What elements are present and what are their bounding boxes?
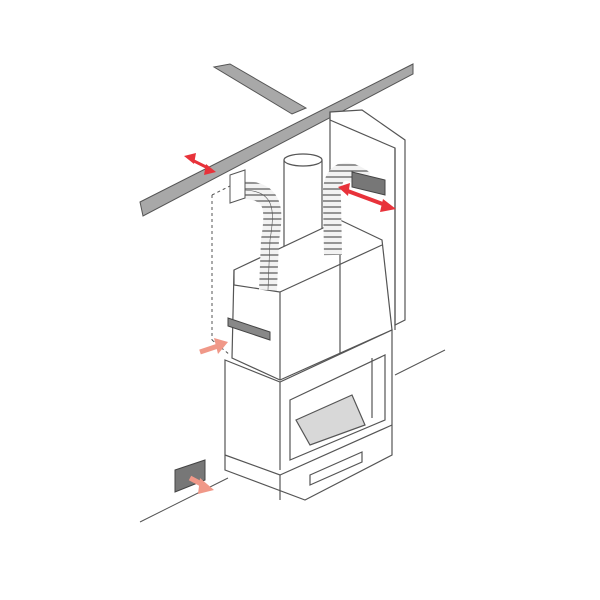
ceiling-beams <box>139 63 414 217</box>
dashed-frame <box>211 184 233 356</box>
floor-line <box>139 477 229 523</box>
ash-drawer <box>309 451 363 486</box>
floor-vent <box>174 459 206 493</box>
floor-line-right <box>394 349 446 376</box>
side-intake-arrow <box>199 338 228 355</box>
ceiling-outlet-arrow <box>184 153 216 175</box>
side-vent <box>351 171 386 196</box>
side-vent-outlet-arrow <box>338 183 396 212</box>
hood-vent-grille <box>227 317 271 341</box>
floor-intake-arrow <box>188 475 214 494</box>
firebox <box>224 329 393 501</box>
left-flex-duct-outline <box>241 189 273 291</box>
ceiling-vent <box>229 169 246 204</box>
